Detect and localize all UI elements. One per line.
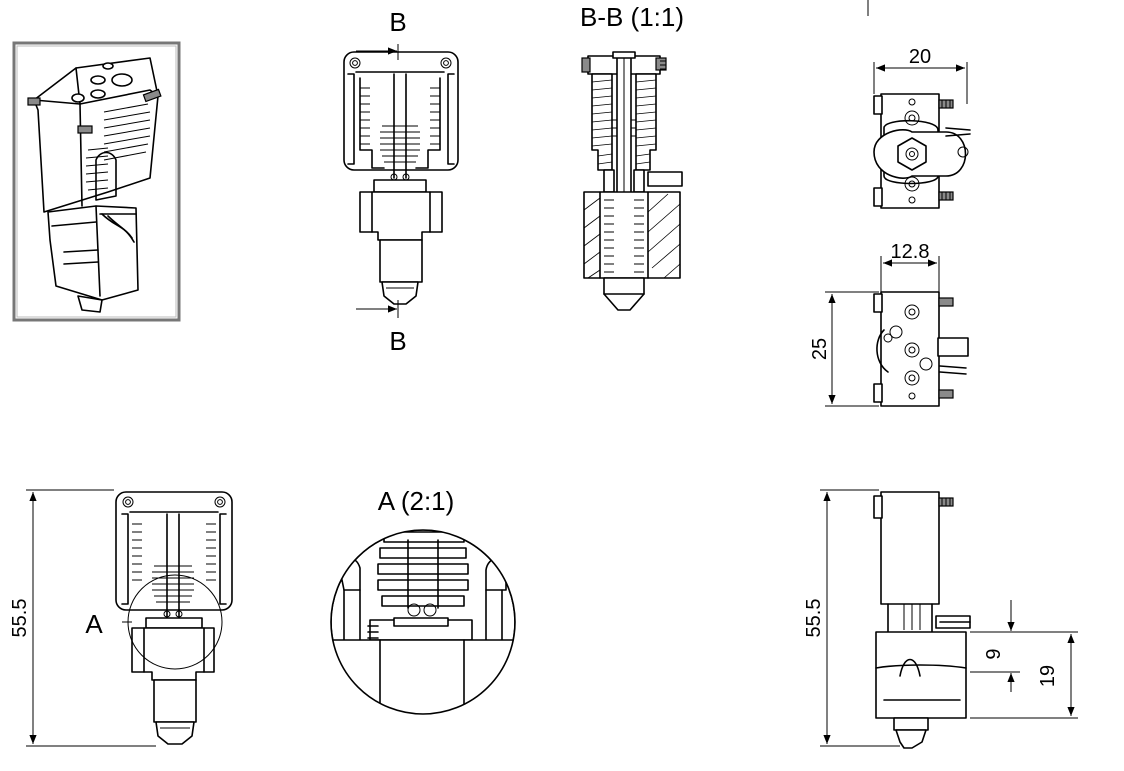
- top-view: 20: [867, 0, 971, 209]
- dim-side-width: 12.8: [891, 241, 930, 263]
- isometric-view-panel: [12, 41, 181, 322]
- front-view-detail-marked: A 55.5: [9, 489, 233, 747]
- detail-view-a: A (2:1): [330, 486, 516, 715]
- section-marker-top: B: [389, 7, 406, 37]
- dim-block-height: 19: [1037, 665, 1059, 687]
- dim-top-width: 20: [909, 46, 931, 68]
- section-title: B-B (1:1): [580, 2, 684, 32]
- section-view-bb: B-B (1:1): [580, 2, 684, 311]
- dim-right-height: 55.5: [803, 599, 825, 638]
- right-side-view: 55.5 9 19: [803, 489, 1078, 749]
- front-view-section-marked: B B: [343, 7, 459, 356]
- isometric-hotend: [27, 57, 162, 313]
- detail-marker: A: [85, 609, 103, 639]
- dim-side-height: 25: [809, 338, 831, 360]
- dim-block-offset: 9: [983, 648, 1005, 659]
- dim-front-height: 55.5: [9, 599, 31, 638]
- detail-title: A (2:1): [378, 486, 455, 516]
- section-marker-bottom: B: [389, 326, 406, 356]
- side-view: 12.8 25: [809, 241, 969, 407]
